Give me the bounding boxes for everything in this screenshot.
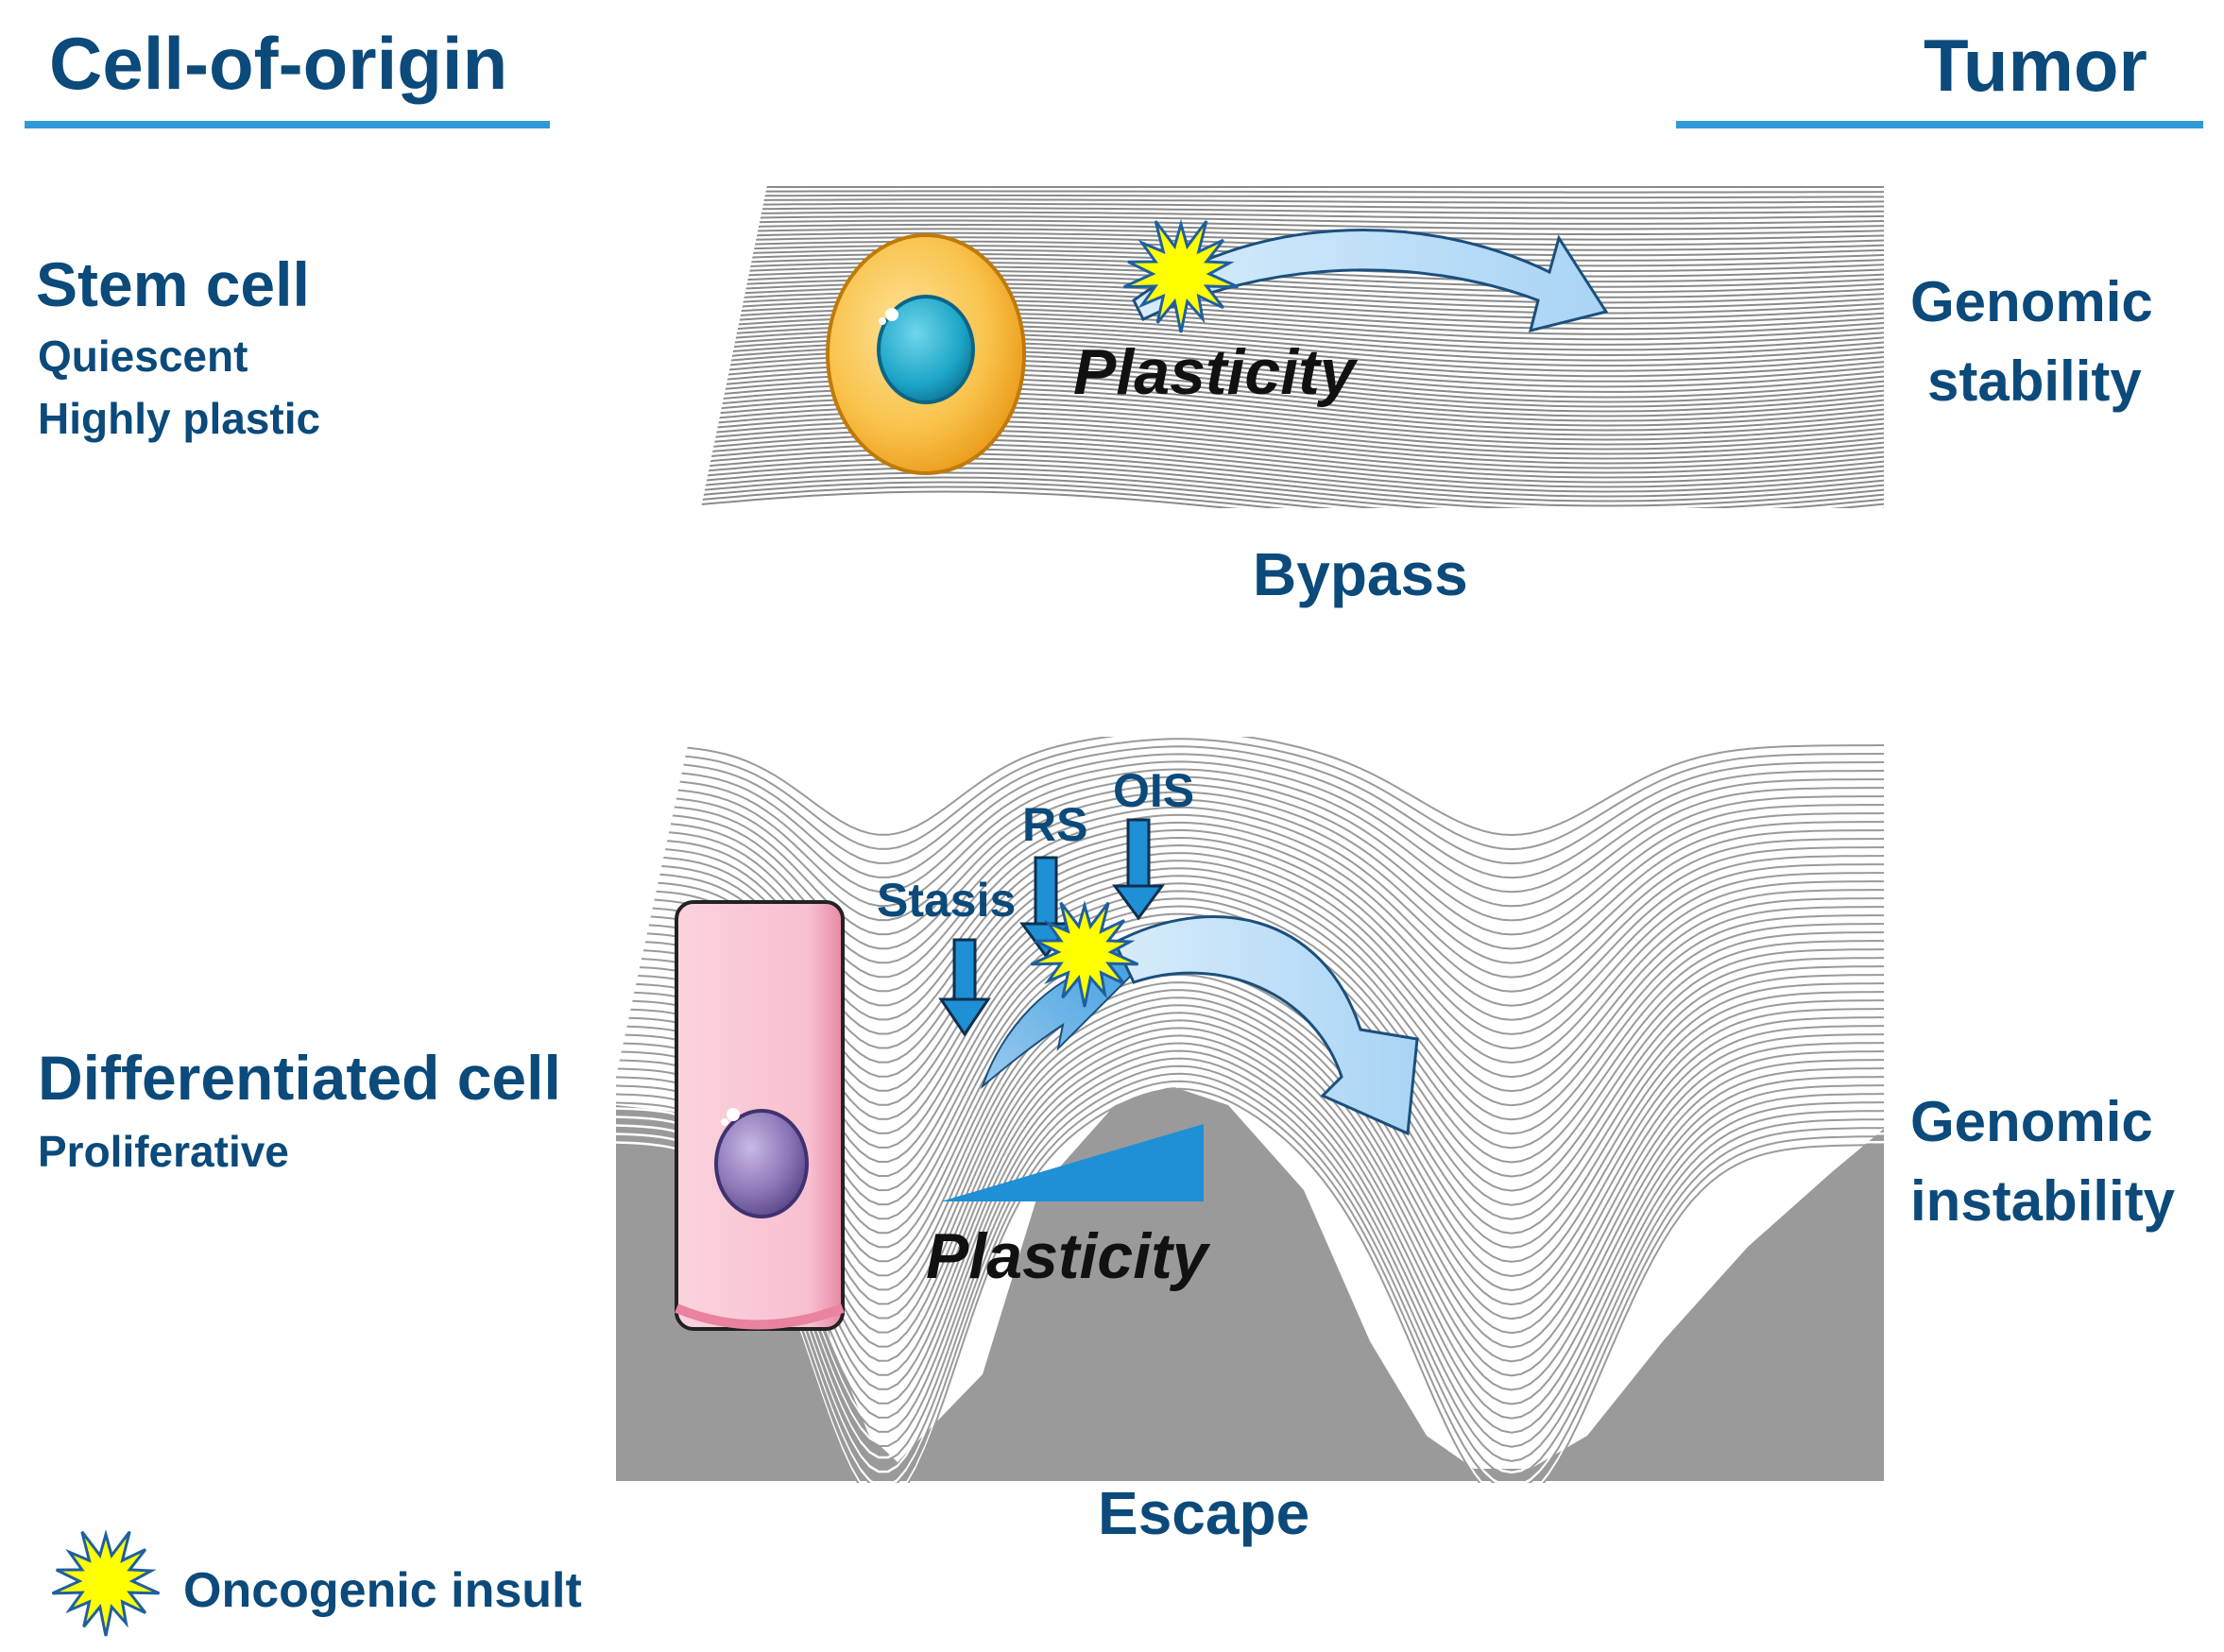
contour-line: [616, 1077, 1884, 1483]
contour-line: [701, 223, 1884, 236]
contour-line: [616, 742, 1884, 862]
contour-line: [616, 737, 1884, 834]
stasis-label: Stasis: [877, 874, 1017, 927]
contour-line: [616, 1039, 1884, 1417]
rs-label: RS: [1022, 798, 1088, 851]
contour-line: [701, 476, 1884, 508]
genomic-instability-line2: instability: [1910, 1169, 2176, 1233]
contour-line: [701, 198, 1884, 204]
contour-line: [616, 1047, 1884, 1431]
legend-burst-icon: [51, 1529, 161, 1637]
contour-shadow: [616, 745, 1884, 865]
contour-line: [616, 765, 1884, 905]
contour-line: [616, 1054, 1884, 1445]
oncogenic-insult-burst-icon: [1030, 900, 1139, 1008]
stem-cell-icon: [826, 233, 1026, 475]
contour-shadow: [616, 1064, 1884, 1462]
contour-shadow: [616, 738, 1884, 851]
escape-label: Escape: [1098, 1479, 1310, 1547]
contour-line: [616, 1069, 1884, 1474]
legend-oncogenic-insult-label: Oncogenic insult: [183, 1563, 582, 1618]
oncogenic-insult-burst-icon: [1122, 218, 1240, 333]
ois-label: OIS: [1113, 764, 1195, 817]
contour-line: [616, 750, 1884, 877]
differentiated-cell-icon: [675, 900, 845, 1331]
contour-shadow: [616, 1057, 1884, 1448]
contour-shadow: [616, 1087, 1884, 1483]
genomic-instability-line1: Genomic: [1910, 1090, 2153, 1153]
contour-line: [616, 1062, 1884, 1460]
bottom-escape-arrow: [1113, 915, 1419, 1136]
contour-line: [701, 190, 1884, 194]
contour-shadow: [616, 1042, 1884, 1420]
contour-line: [701, 211, 1884, 220]
contour-line: [616, 1084, 1884, 1483]
cell-of-origin-heading: Cell-of-origin: [49, 22, 508, 105]
tumor-underline: [1676, 121, 2203, 128]
contour-line: [616, 773, 1884, 919]
cell-of-origin-underline: [25, 121, 550, 128]
stem-cell-prop: Quiescent: [38, 332, 248, 381]
contour-line: [701, 207, 1884, 214]
contour-line: [616, 758, 1884, 891]
stem-cell-prop: Highly plastic: [38, 394, 321, 443]
contour-shadow: [616, 760, 1884, 894]
tumor-heading: Tumor: [1924, 24, 2147, 107]
contour-shadow: [616, 753, 1884, 879]
contour-shadow: [616, 1072, 1884, 1476]
ois-down-arrow: [1112, 818, 1165, 921]
differentiated-cell-title: Differentiated cell: [38, 1043, 561, 1113]
contour-shadow: [616, 737, 1884, 837]
contour-shadow: [616, 1049, 1884, 1434]
stem-cell-title: Stem cell: [36, 249, 310, 319]
contour-line: [701, 202, 1884, 210]
contour-line: [701, 215, 1884, 225]
bypass-label: Bypass: [1253, 540, 1468, 608]
contour-line: [701, 219, 1884, 230]
plasticity-wedge: [941, 1124, 1204, 1201]
top-plasticity-label: Plasticity: [1073, 336, 1356, 408]
genomic-stability-line2: stability: [1927, 349, 2142, 413]
stasis-down-arrow: [938, 938, 991, 1037]
contour-line: [701, 194, 1884, 199]
contour-shadow: [616, 1080, 1884, 1483]
top-bypass-arrow: [1132, 229, 1609, 333]
differentiated-cell-prop: Proliferative: [38, 1127, 289, 1176]
contour-line: [701, 481, 1884, 508]
contour-line: [701, 471, 1884, 508]
contour-line: [616, 737, 1884, 848]
contour-line: [616, 780, 1884, 933]
contour-shadow: [616, 768, 1884, 908]
contour-line: [701, 485, 1884, 508]
contour-shadow: [616, 775, 1884, 922]
contour-line: [701, 490, 1884, 508]
bottom-plasticity-label: Plasticity: [926, 1220, 1208, 1292]
genomic-stability-line1: Genomic: [1910, 270, 2153, 333]
